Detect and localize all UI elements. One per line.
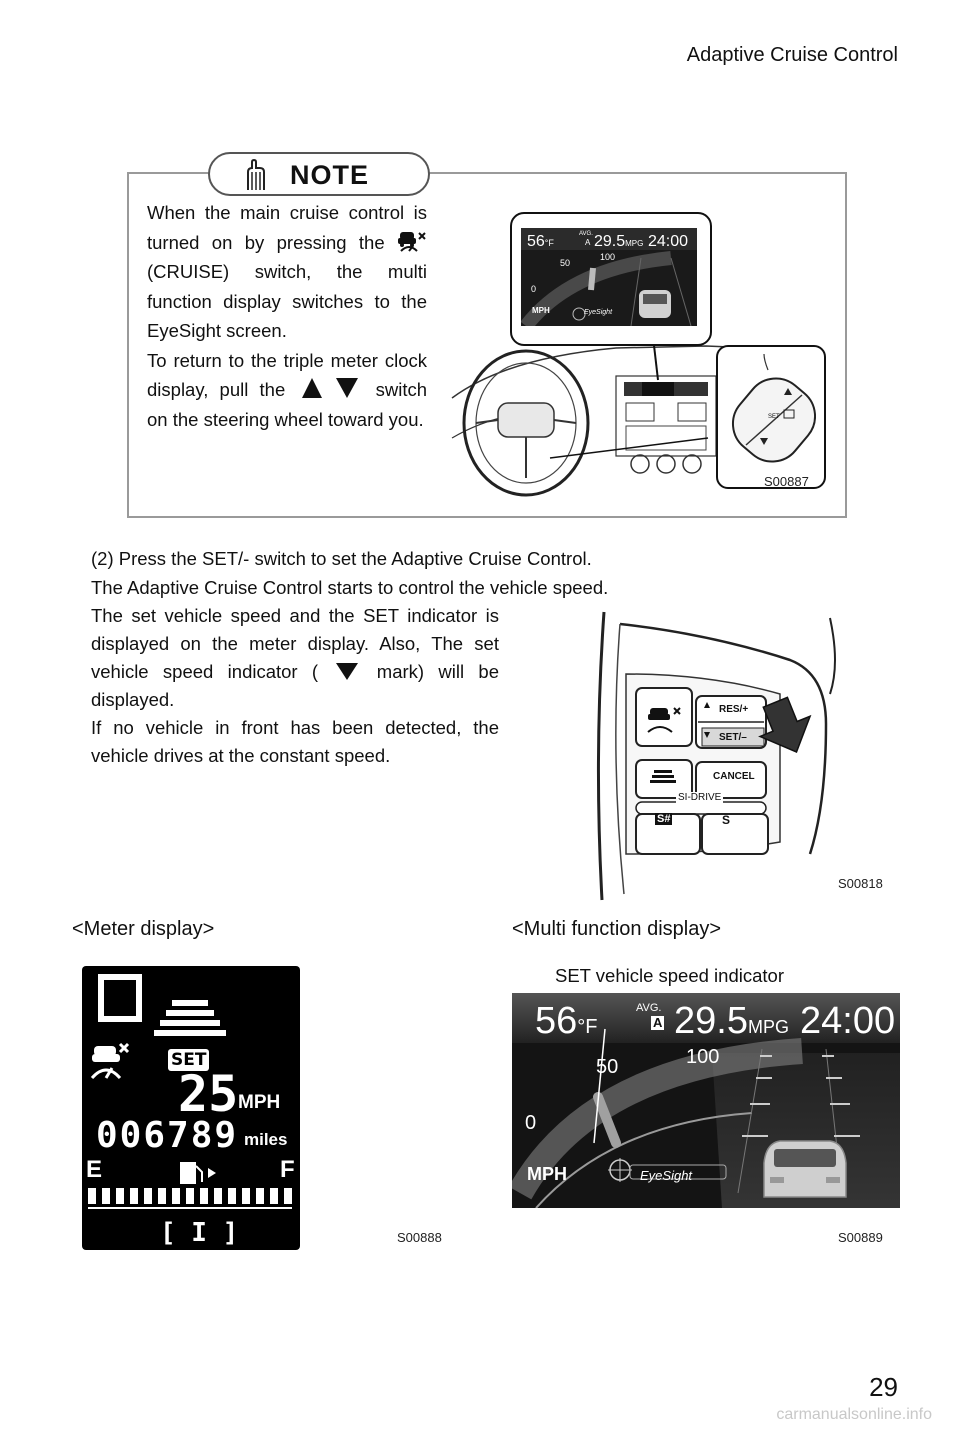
mfd-caption: <Multi function display> [512,918,722,940]
figure-code-s00888: S00888 [397,1230,442,1245]
step2-p1-b: mark) will be displayed. [91,661,500,710]
meter-caption: <Meter display> [72,918,215,940]
note-switch-set: SET [768,414,780,420]
cruise-icon [398,231,426,252]
set-speed-indicator-label: SET vehicle speed indicator [555,965,784,986]
note-screen-tick-0: 0 [531,284,537,294]
note-label: NOTE [290,160,370,190]
meter-gear: [ I ] [160,1218,239,1248]
note-screen-unit: MPH [532,306,550,315]
step2-body: The set vehicle speed and the SET indica… [91,602,499,770]
set-speed-mark-icon [336,663,359,680]
figure-code-s00887: S00887 [764,474,809,489]
meter-set-badge: SET [168,1049,210,1071]
note-screen-temp: 56°F [527,233,554,250]
switch-cancel: CANCEL [713,771,755,782]
note-mfd-screen [521,228,697,326]
mfd-brand: EyeSight [640,1168,693,1183]
mfd-avg: AVG. [636,1002,662,1014]
meter-fuel-e: E [86,1156,103,1183]
page-number: 29 [869,1372,898,1402]
meter-display-graphics [88,974,292,1209]
note-screen-avg-mark: A [585,238,591,247]
meter-odometer: 006789 [96,1115,239,1156]
dashboard-illustration [451,327,807,497]
switch-si-drive: SI-DRIVE [676,792,724,803]
switch-res: RES/+ [719,704,749,715]
note-switch-drawing [731,353,816,463]
mfd-unit: MPH [527,1164,567,1184]
note-screen-avg: AVG. [579,231,593,237]
note-screen-tick-50: 50 [560,258,571,268]
note-screen-clock: 24:00 [648,233,689,250]
note-screen-tick-100: 100 [600,252,616,262]
figure-code-s00818: S00818 [838,876,883,891]
note-text: When the main cruise control is turned o… [147,198,427,434]
meter-odo-unit: miles [244,1130,288,1149]
note-screen-mpg: 29.5MPG [594,233,644,250]
mfd-mpg: 29.5MPG [674,1000,789,1042]
note-para2-b: switch on the steering wheel toward you. [147,379,428,430]
step2-line1: The Adaptive Cruise Control starts to co… [91,577,609,598]
mfd-tick-50: 50 [596,1056,619,1078]
note-box [127,172,847,518]
switch-s-sharp: S# [655,813,673,825]
switch-s: S [722,813,731,827]
mfd-temp: 56°F [535,1000,598,1042]
steering-switch-illustration [596,611,836,901]
note-tab [208,152,430,196]
step2-heading: (2) Press the SET/- switch to set the Ad… [91,548,592,569]
step2-p2: If no vehicle in front has been detected… [91,717,499,766]
step2-p1-a: The set vehicle speed and the SET indica… [91,605,499,682]
mfd-tick-100: 100 [686,1046,720,1068]
mfd-graphics [512,993,900,1208]
note-para1-b: (CRUISE) switch, the multi function disp… [147,261,427,341]
note-para2-a: To return to the triple meter clock disp… [147,349,427,401]
mfd-clock: 24:00 [800,1000,896,1042]
note-para1-a: When the main cruise control is turned o… [147,202,427,253]
meter-fuel-f: F [280,1156,295,1183]
meter-speed-unit: MPH [238,1092,281,1113]
note-screen-brand: EyeSight [584,309,613,316]
note-hand-icon [247,158,265,190]
page-header-title: Adaptive Cruise Control [686,44,898,66]
meter-speed: 25 [178,1065,239,1123]
mfd-tick-0: 0 [525,1112,537,1134]
up-down-arrows-icon [302,378,359,398]
switch-set: SET/– [719,732,747,743]
watermark: carmanualsonline.info [776,1406,932,1423]
mfd-avg-mark: A [651,1015,665,1030]
figure-code-s00889: S00889 [838,1230,883,1245]
